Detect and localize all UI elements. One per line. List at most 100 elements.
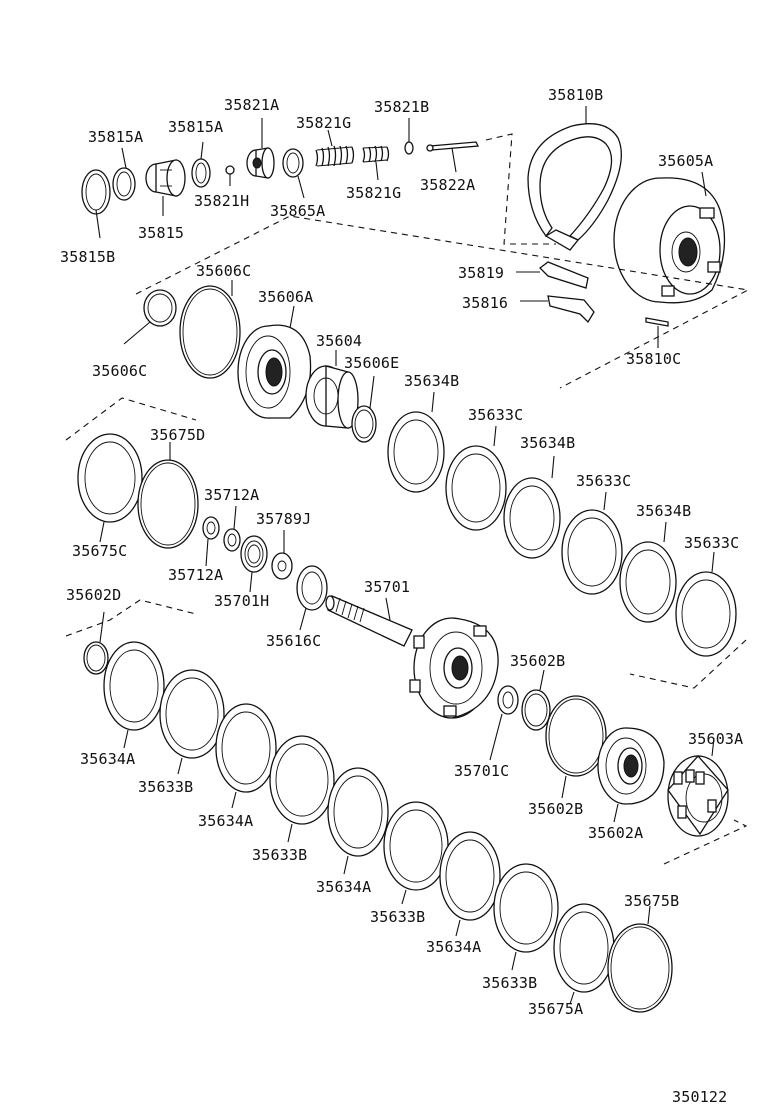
label-35675D: 35675D <box>150 426 205 444</box>
label-35819: 35819 <box>458 264 504 282</box>
part-35821G-spring-1 <box>315 129 355 167</box>
label-35602B: 35602B <box>510 652 565 670</box>
part-35821A-plug <box>246 118 275 179</box>
part-35819-strut <box>516 261 589 289</box>
part-35675D-snap-ring <box>137 442 199 549</box>
label-35602A: 35602A <box>588 824 643 842</box>
label-35675A: 35675A <box>528 1000 583 1018</box>
label-35822A: 35822A <box>420 176 475 194</box>
label-35602D: 35602D <box>66 586 121 604</box>
part-35633B-disc-4 <box>493 863 559 971</box>
part-35815A-ring-2 <box>191 141 211 188</box>
part-35633C-disc-3 <box>675 551 737 657</box>
part-35821H-ball <box>225 165 235 186</box>
part-35675B-snap-ring <box>607 905 673 1013</box>
part-35634B-plate-1 <box>387 391 445 493</box>
part-35634A-plate-2 <box>215 703 277 809</box>
label-35604: 35604 <box>316 332 362 350</box>
label-35633B: 35633B <box>482 974 537 992</box>
label-35634B: 35634B <box>520 434 575 452</box>
label-35816: 35816 <box>462 294 508 312</box>
label-35633C: 35633C <box>468 406 523 424</box>
label-35633C: 35633C <box>684 534 739 552</box>
group-outline-35602D <box>65 599 197 637</box>
label-35789J: 35789J <box>256 510 311 528</box>
part-35605A-drum <box>613 171 726 304</box>
part-35821B-washer <box>404 118 414 155</box>
part-35634A-plate-3 <box>327 767 389 875</box>
label-35821G: 35821G <box>346 184 401 202</box>
label-35606E: 35606E <box>344 354 399 372</box>
part-35606E-snap-ring <box>351 375 377 443</box>
part-35821G-spring-2 <box>362 145 390 181</box>
part-35634A-plate-1 <box>103 641 165 749</box>
label-35821A: 35821A <box>224 96 279 114</box>
part-35616C-ring <box>296 565 328 631</box>
part-35633B-disc-3 <box>383 801 449 905</box>
part-35606A-piston <box>237 305 312 419</box>
label-35810B: 35810B <box>548 86 603 104</box>
label-35634B: 35634B <box>404 372 459 390</box>
part-35701H-bearing <box>240 535 268 593</box>
label-35633B: 35633B <box>138 778 193 796</box>
part-35675A-flange <box>553 903 615 1005</box>
part-35606C-ring-large <box>179 280 241 379</box>
label-35634B: 35634B <box>636 502 691 520</box>
label-35712A: 35712A <box>204 486 259 504</box>
label-35675C: 35675C <box>72 542 127 560</box>
label-35616C: 35616C <box>266 632 321 650</box>
part-35602D-snap-ring <box>83 611 109 675</box>
part-35816-strut <box>520 295 595 324</box>
part-35712A-washer-1 <box>202 516 220 567</box>
label-35821G: 35821G <box>296 114 351 132</box>
label-35606C: 35606C <box>92 362 147 380</box>
part-35675C-flange <box>77 433 143 543</box>
label-35606C: 35606C <box>196 262 251 280</box>
label-35815A: 35815A <box>88 128 143 146</box>
label-35810C: 35810C <box>626 350 681 368</box>
part-35701C-washer <box>489 685 519 761</box>
part-35865A-o-ring <box>282 148 305 199</box>
part-35701-shaft-assembly <box>325 595 499 719</box>
part-35634B-plate-3 <box>619 521 677 623</box>
label-35675B: 35675B <box>624 892 679 910</box>
part-35789J-washer <box>271 530 293 580</box>
label-35633B: 35633B <box>370 908 425 926</box>
label-35701: 35701 <box>364 578 410 596</box>
label-35865A: 35865A <box>270 202 325 220</box>
part-35634A-plate-4 <box>439 831 501 937</box>
part-35602B-ring-large <box>545 695 607 799</box>
label-35606A: 35606A <box>258 288 313 306</box>
group-outline-35675 <box>65 397 197 441</box>
part-labels: 35815A 35815A 35821A 35821B 35821G 35821… <box>60 86 743 1106</box>
part-35633B-disc-1 <box>159 669 225 775</box>
label-35815: 35815 <box>138 224 184 242</box>
part-35815B-snap-ring <box>81 169 111 239</box>
label-35821H: 35821H <box>194 192 249 210</box>
label-35602B: 35602B <box>528 800 583 818</box>
label-35605A: 35605A <box>658 152 713 170</box>
part-35604-spring-retainer <box>305 350 359 429</box>
label-35634A: 35634A <box>316 878 371 896</box>
part-35815A-ring-1 <box>112 147 136 201</box>
group-outline-brake <box>135 215 750 389</box>
label-35603A: 35603A <box>688 730 743 748</box>
label-35633C: 35633C <box>576 472 631 490</box>
part-35633C-disc-1 <box>445 425 507 531</box>
part-35602B-ring-small <box>521 669 551 731</box>
part-35815-piston <box>145 159 186 216</box>
label-35634A: 35634A <box>426 938 481 956</box>
label-35712A: 35712A <box>168 566 223 584</box>
group-outline-35603A <box>663 819 748 865</box>
part-35634B-plate-2 <box>503 455 561 559</box>
label-35815B: 35815B <box>60 248 115 266</box>
part-35602A-piston <box>597 727 665 823</box>
label-35815A: 35815A <box>168 118 223 136</box>
label-35821B: 35821B <box>374 98 429 116</box>
label-35633B: 35633B <box>252 846 307 864</box>
part-35822A-pin <box>426 141 480 173</box>
label-35634A: 35634A <box>80 750 135 768</box>
part-35712A-washer-2 <box>223 505 241 552</box>
